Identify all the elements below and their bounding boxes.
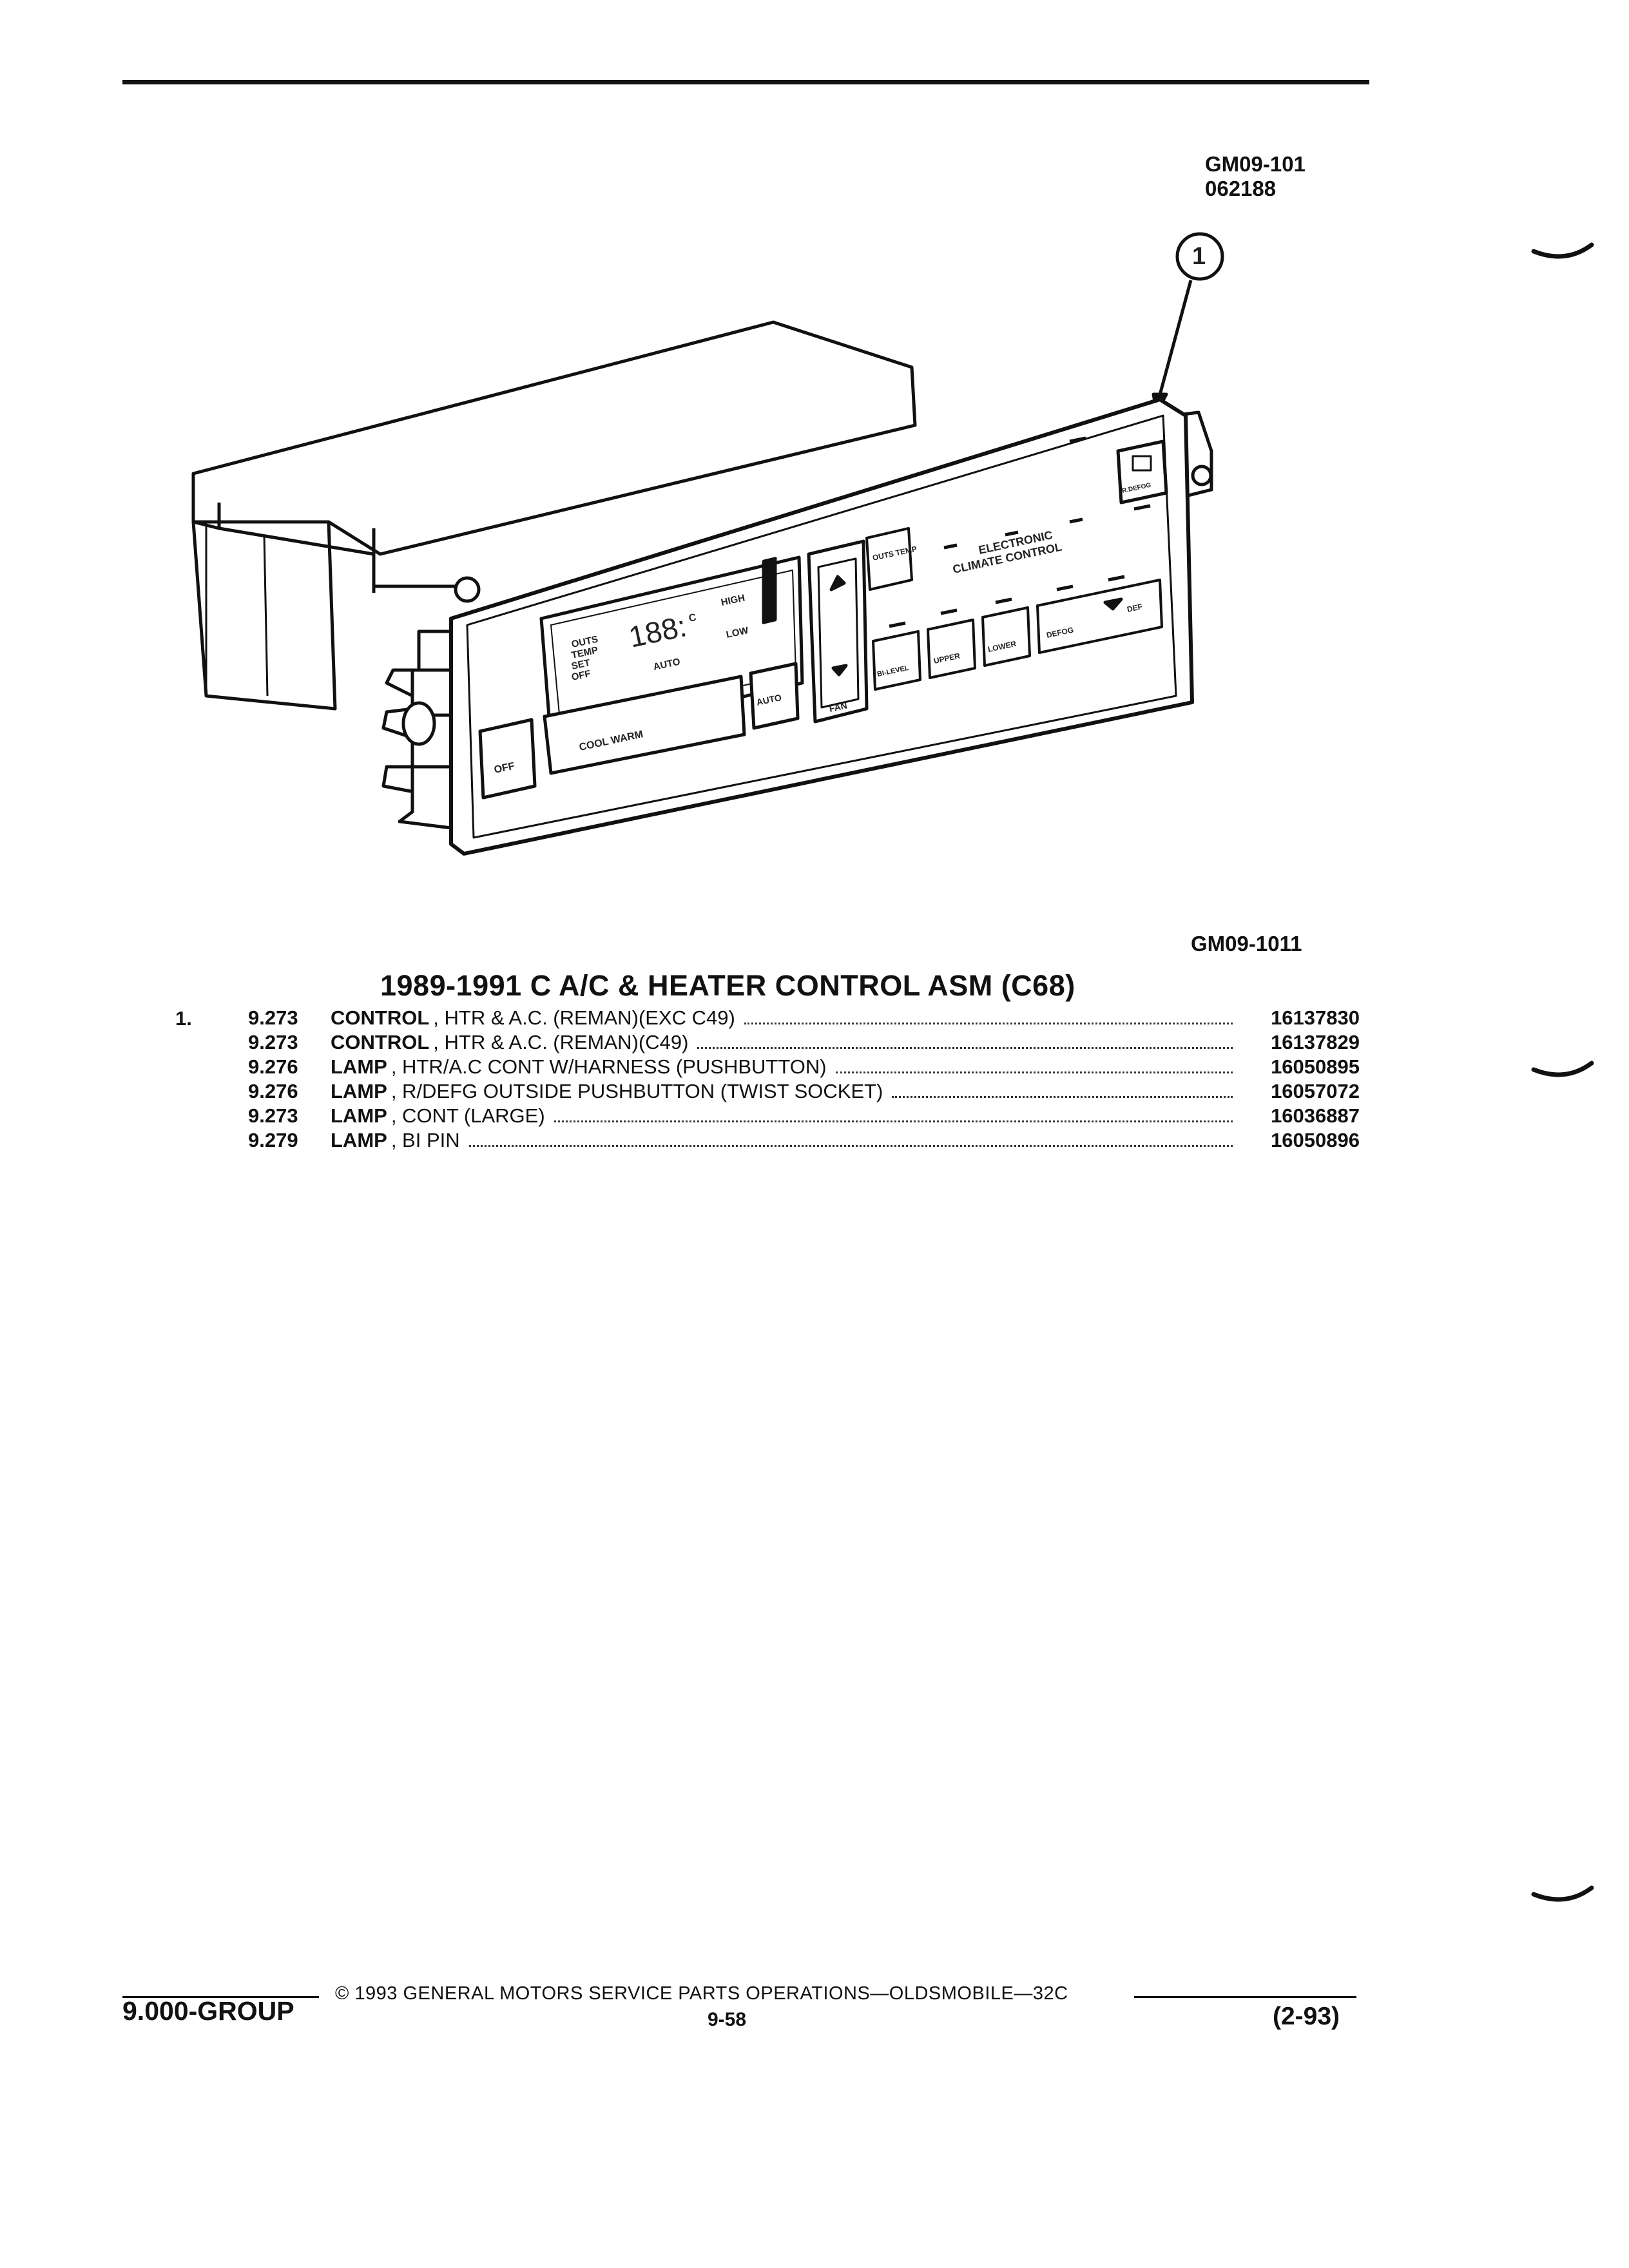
- parts-list: 9.273 CONTROL , HTR & A.C. (REMAN)(EXC C…: [248, 1006, 1360, 1153]
- label-off: OFF: [570, 668, 592, 683]
- callout-number: 1: [1192, 243, 1206, 270]
- part-ref: 9.273: [248, 1031, 298, 1053]
- part-number: 16050896: [1271, 1129, 1360, 1151]
- housing-edge: [193, 503, 374, 556]
- top-rule: [122, 80, 1369, 84]
- binder-mark-3: [1531, 1885, 1594, 1902]
- upper-button: [927, 619, 976, 679]
- part-name: LAMP: [331, 1080, 387, 1102]
- cool-warm-button: [543, 675, 746, 775]
- dot-leader: [468, 1145, 1233, 1147]
- part-name: CONTROL: [331, 1031, 430, 1053]
- rear-defog-button: [1116, 439, 1168, 505]
- part-ref: 9.276: [248, 1055, 298, 1078]
- parts-row: 9.273 LAMP , CONT (LARGE) 16036887: [248, 1104, 1360, 1129]
- defog-arrow: [1103, 597, 1123, 611]
- part-ref: 9.273: [248, 1104, 298, 1127]
- parts-row: 9.273 CONTROL , HTR & A.C. (REMAN)(C49) …: [248, 1031, 1360, 1055]
- bracket-4: [398, 765, 452, 830]
- part-description: , BI PIN: [390, 1129, 460, 1151]
- binder-marks: [1531, 242, 1594, 1902]
- indicator-dashes: [889, 436, 1151, 628]
- rear-defog-indicator: [1132, 455, 1152, 472]
- housing-line-2: [263, 534, 269, 697]
- label-fan: FAN: [828, 700, 848, 713]
- footer-rule-left: [122, 1996, 319, 1998]
- housing-side: [191, 520, 337, 711]
- part-description: , HTR & A.C. (REMAN)(C49): [433, 1031, 689, 1053]
- part-description: , HTR & A.C. (REMAN)(EXC C49): [433, 1006, 735, 1029]
- part-name: CONTROL: [331, 1006, 430, 1029]
- callout-leader: [1157, 280, 1193, 400]
- binder-mark-1: [1531, 242, 1594, 259]
- part-number: 16137829: [1271, 1031, 1360, 1053]
- part-description: , R/DEFG OUTSIDE PUSHBUTTON (TWIST SOCKE…: [390, 1080, 883, 1102]
- dot-leader: [554, 1120, 1233, 1122]
- defog-def-button: [1036, 579, 1163, 654]
- off-button: [478, 718, 537, 800]
- fan-rocker-inner: [817, 557, 860, 709]
- outs-temp-button: [865, 527, 913, 591]
- figure-code-date: 062188: [1205, 177, 1277, 200]
- fan-down-arrow: [831, 664, 848, 677]
- part-ref: 9.276: [248, 1080, 298, 1102]
- parts-row: 9.276 LAMP , R/DEFG OUTSIDE PUSHBUTTON (…: [248, 1080, 1360, 1104]
- part-number: 16050895: [1271, 1055, 1360, 1078]
- part-number: 16057072: [1271, 1080, 1360, 1102]
- footer-copyright: © 1993 GENERAL MOTORS SERVICE PARTS OPER…: [335, 1983, 1068, 2004]
- fan-up-arrow: [829, 575, 846, 591]
- figure-bottom-code: GM09-1011: [1191, 932, 1302, 956]
- bracket-hole: [401, 701, 436, 746]
- display-unit: C: [688, 612, 697, 624]
- item-number: 1.: [175, 1007, 192, 1030]
- control-assembly-illustration: 1 OUTS TEMP SET OFF 188: C AUTO HIGH LOW…: [191, 232, 1224, 856]
- part-name: LAMP: [331, 1055, 387, 1078]
- right-ear-hole: [1191, 465, 1213, 486]
- faceplate-bezel: [466, 414, 1177, 839]
- part-description: , CONT (LARGE): [390, 1104, 545, 1127]
- dot-leader: [892, 1096, 1233, 1098]
- part-ref: 9.273: [248, 1006, 298, 1029]
- dot-leader: [697, 1047, 1233, 1049]
- section-title: 1989-1991 C A/C & HEATER CONTROL ASM (C6…: [380, 969, 1075, 1002]
- label-btn-def: DEF: [1126, 602, 1143, 614]
- dot-leader: [835, 1072, 1233, 1073]
- parts-row: 9.273 CONTROL , HTR & A.C. (REMAN)(EXC C…: [248, 1006, 1360, 1031]
- figure-code: GM09-101 062188: [1205, 152, 1306, 201]
- revision-date: (2-93): [1273, 2003, 1340, 2030]
- part-number: 16036887: [1271, 1104, 1360, 1127]
- part-number: 16137830: [1271, 1006, 1360, 1029]
- part-description: , HTR/A.C CONT W/HARNESS (PUSHBUTTON): [390, 1055, 827, 1078]
- footer-rule-right: [1134, 1996, 1356, 1998]
- fan-level-bar: [762, 557, 777, 624]
- footer-group: 9.000-GROUP: [122, 1996, 294, 2026]
- binder-mark-2: [1531, 1061, 1594, 1077]
- auto-button: [749, 662, 800, 730]
- part-name: LAMP: [331, 1129, 387, 1151]
- label-set: SET: [570, 657, 591, 672]
- fan-rocker: [807, 539, 869, 724]
- dot-leader: [744, 1023, 1233, 1024]
- label-btn-off: OFF: [493, 761, 516, 776]
- page-number: 9-58: [708, 2009, 747, 2030]
- bilevel-button: [872, 630, 921, 691]
- mount-screw: [454, 576, 481, 603]
- lower-button: [981, 606, 1031, 667]
- part-name: LAMP: [331, 1104, 387, 1127]
- callout-circle: [1175, 232, 1224, 281]
- parts-row: 9.276 LAMP , HTR/A.C CONT W/HARNESS (PUS…: [248, 1055, 1360, 1080]
- parts-row: 9.279 LAMP , BI PIN 16050896: [248, 1129, 1360, 1153]
- part-ref: 9.279: [248, 1129, 298, 1151]
- figure-code-id: GM09-101: [1205, 152, 1306, 176]
